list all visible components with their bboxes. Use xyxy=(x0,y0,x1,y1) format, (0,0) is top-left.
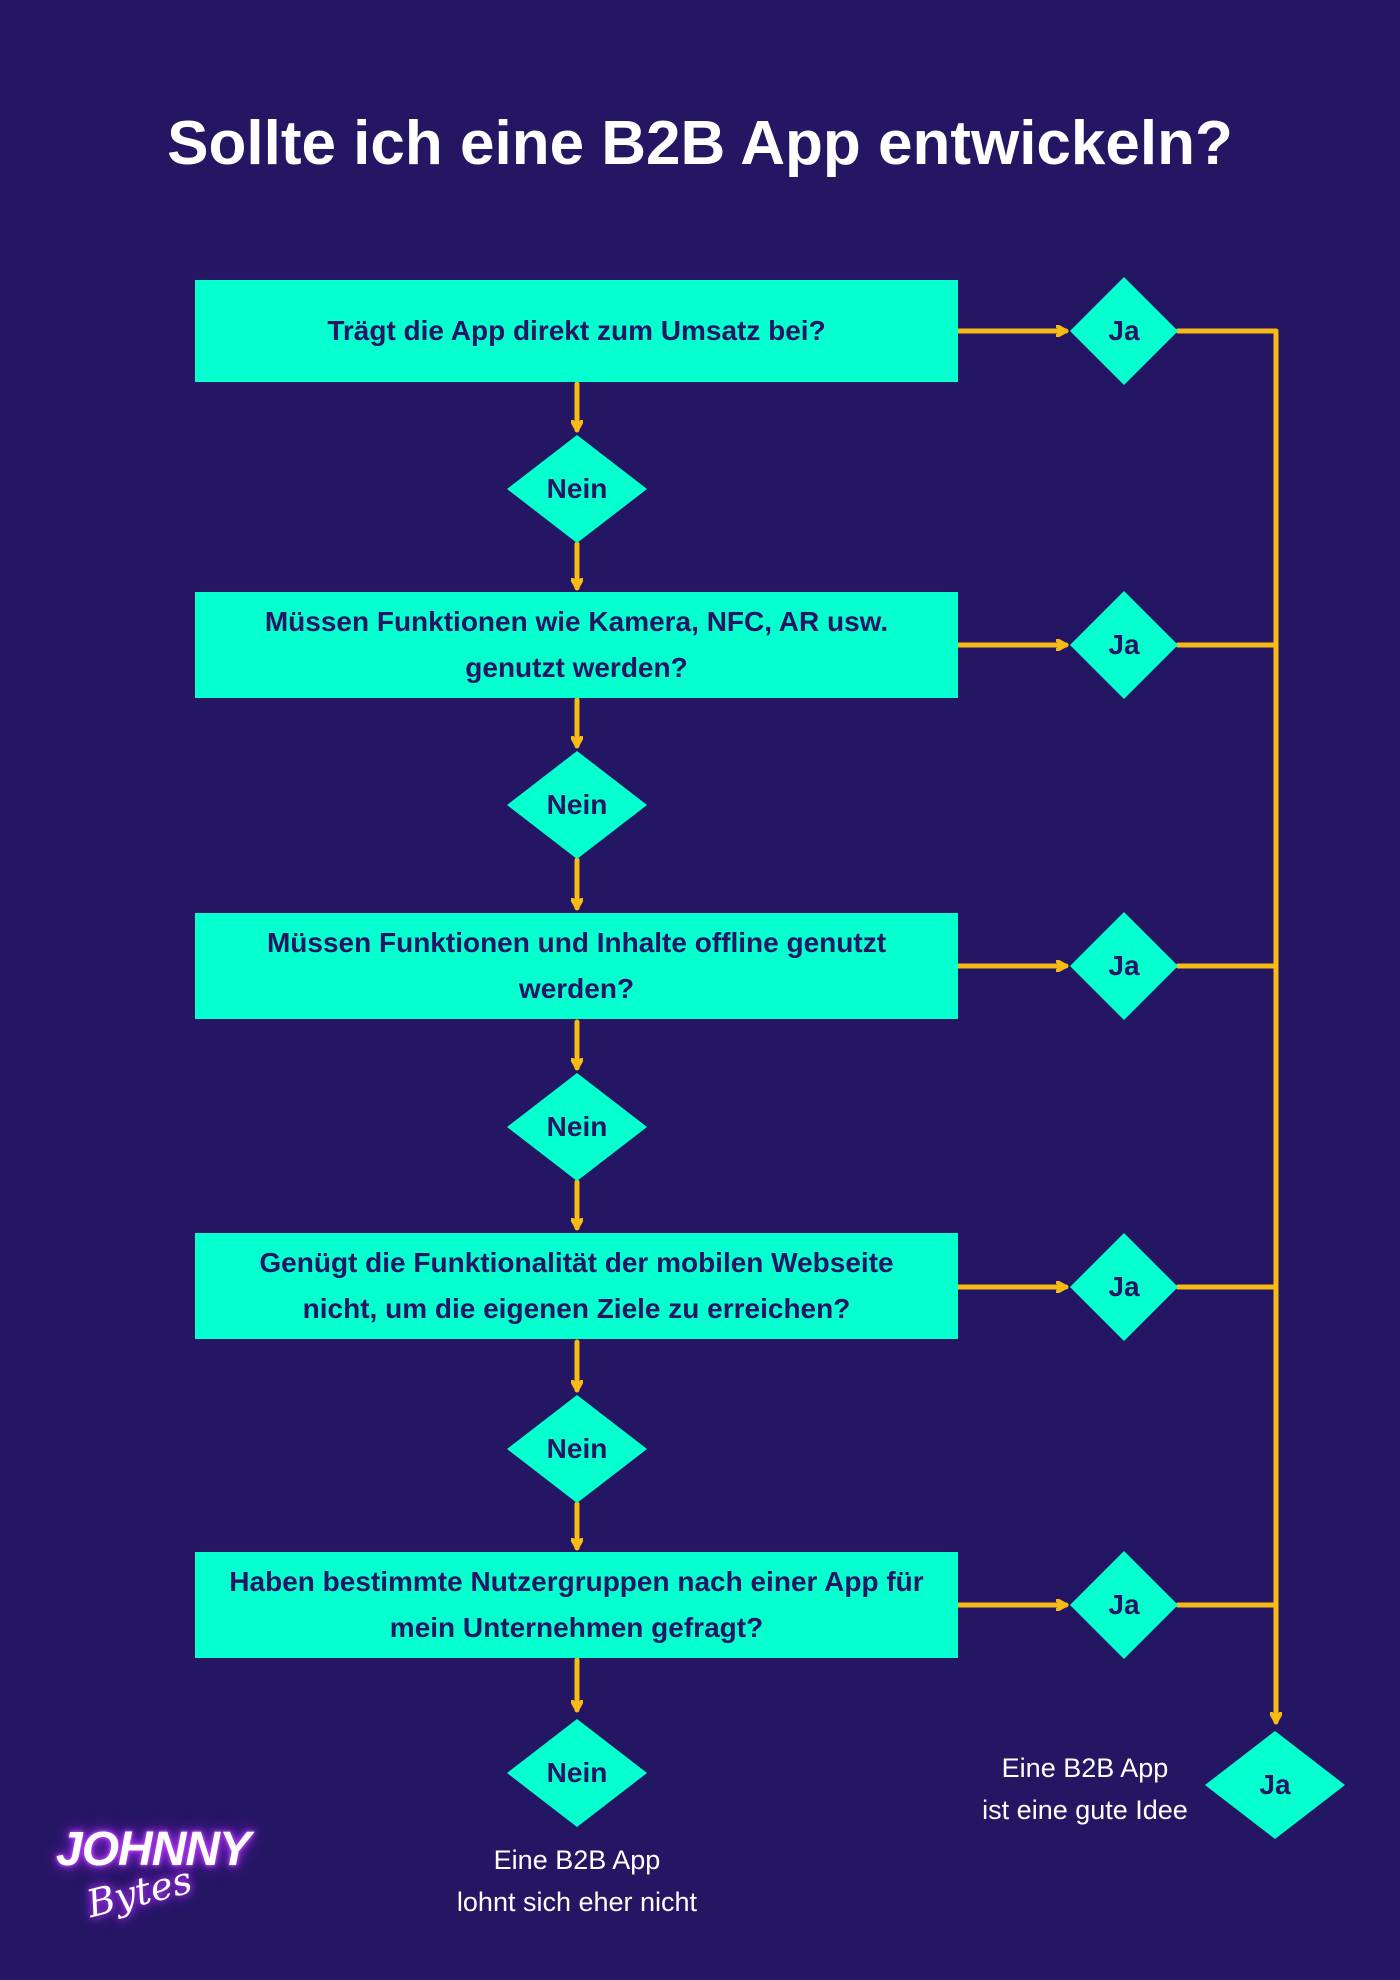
negative-outcome-line-2: lohnt sich eher nicht xyxy=(456,1887,698,1917)
question-box-5: Haben bestimmte Nutzergruppen nach einer… xyxy=(195,1552,958,1658)
negative-outcome-text: Eine B2B App lohnt sich eher nicht xyxy=(417,1839,737,1923)
logo-word-johnny: JOHNNY xyxy=(56,1823,251,1876)
page-title: Sollte ich eine B2B App entwickeln? xyxy=(167,109,1233,178)
johnny-bytes-logo: JOHNNY Bytes xyxy=(54,1822,251,1940)
positive-outcome-line-2: ist eine gute Idee xyxy=(982,1795,1188,1825)
positive-outcome-line-1: Eine B2B App xyxy=(1001,1753,1169,1783)
question-box-2: Müssen Funktionen wie Kamera, NFC, AR us… xyxy=(195,592,958,698)
positive-outcome-text: Eine B2B App ist eine gute Idee xyxy=(940,1747,1230,1831)
question-box-1: Trägt die App direkt zum Umsatz bei? xyxy=(195,280,958,382)
negative-outcome-line-1: Eine B2B App xyxy=(493,1845,661,1875)
question-box-4: Genügt die Funktionalität der mobilen We… xyxy=(195,1233,958,1339)
question-box-3: Müssen Funktionen und Inhalte offline ge… xyxy=(195,913,958,1019)
